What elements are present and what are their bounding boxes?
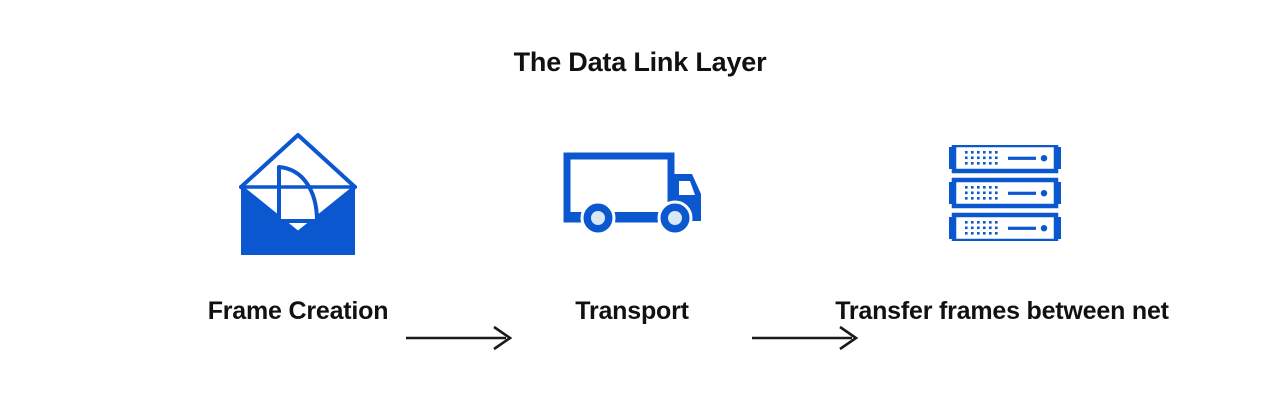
stage-label-frame-creation: Frame Creation xyxy=(207,297,389,325)
delivery-truck-icon xyxy=(563,152,701,235)
arrow-right-icon-1 xyxy=(400,318,520,358)
server-stack-icon xyxy=(949,145,1061,241)
stage-transport-icon-wrap xyxy=(532,120,732,265)
server-unit-3 xyxy=(949,215,1061,241)
stage-label-transfer: Transfer frames between net xyxy=(835,297,1169,325)
stage-transfer-icon-wrap xyxy=(820,120,1190,265)
envelope-icon xyxy=(239,132,357,255)
server-unit-2 xyxy=(949,180,1061,206)
server-unit-1 xyxy=(949,145,1061,171)
stage-transfer xyxy=(820,120,1190,270)
stage-transport xyxy=(532,120,732,270)
arrow-right-icon-2 xyxy=(746,318,866,358)
page-title: The Data Link Layer xyxy=(513,47,767,77)
flow-diagram xyxy=(0,120,1280,351)
stage-frame-creation xyxy=(196,120,400,270)
stage-label-transport: Transport xyxy=(575,297,689,325)
stage-frame-creation-icon-wrap xyxy=(196,120,400,265)
